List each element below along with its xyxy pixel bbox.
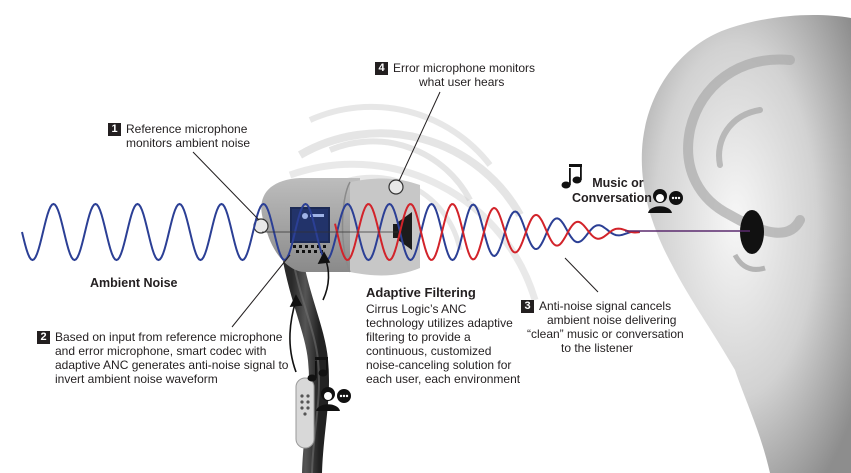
callout-number: 2 [37, 331, 50, 344]
error-microphone [388, 179, 404, 195]
speaking-person-icon [316, 387, 351, 411]
callout-text: Anti-noise signal cancels [539, 299, 672, 313]
callout-number: 3 [521, 300, 534, 313]
anti-noise-wave [334, 203, 640, 261]
callout-text: and error microphone, smart codec with [55, 344, 267, 358]
leader-lines [192, 91, 599, 328]
music-label-line: Conversation [572, 191, 652, 205]
ambient-noise-wave [21, 202, 641, 262]
callout-text: what user hears [419, 75, 505, 89]
callout-text: “clean” music or conversation [527, 327, 684, 341]
callout-text: Reference microphone [126, 122, 248, 136]
speaking-person-icon [648, 189, 683, 213]
music-note-icon [307, 357, 328, 382]
callout-number: 4 [375, 62, 388, 75]
callout-text: adaptive ANC generates anti-noise signal… [55, 358, 289, 372]
ambient-noise-label: Ambient Noise [90, 276, 178, 290]
callout-number: 1 [108, 123, 121, 136]
callout-reference-microphone: 1 Reference microphone monitors ambient n… [108, 122, 250, 150]
adaptive-filtering-text: Cirrus Logic’s ANC [366, 302, 467, 316]
microphone-icon [300, 394, 310, 416]
adaptive-filtering-text: filtering to provide a [366, 330, 471, 344]
adaptive-filtering-text: continuous, customized [366, 344, 492, 358]
adaptive-filtering-block: Adaptive Filtering Cirrus Logic’s ANC te… [366, 285, 521, 387]
music-conversation-label: Music or Conversation [572, 176, 652, 206]
flow-arrows [289, 251, 331, 373]
adaptive-filtering-text: each user, each environment [366, 372, 521, 386]
adaptive-filtering-text: technology utilizes adaptive [366, 316, 513, 330]
adaptive-filtering-text: noise-canceling solution for [366, 358, 512, 372]
callout-text: Based on input from reference microphone [55, 330, 283, 344]
callout-text: to the listener [561, 341, 634, 355]
callout-text: Error microphone monitors [393, 61, 536, 75]
music-note-icon [561, 164, 582, 189]
adaptive-filtering-title: Adaptive Filtering [366, 285, 476, 300]
callout-anti-noise: 3 Anti-noise signal cancels ambient noise… [521, 299, 684, 355]
ear-illustration [641, 15, 851, 473]
callout-text: ambient noise delivering [547, 313, 677, 327]
callout-error-microphone: 4 Error microphone monitors what user hea… [375, 61, 535, 89]
callout-smart-codec: 2 Based on input from reference microphon… [37, 330, 288, 386]
earbud [253, 178, 420, 276]
callout-text: invert ambient noise waveform [55, 372, 218, 386]
earbud-cable [282, 245, 330, 473]
music-label-line: Music or [592, 176, 644, 190]
callout-text: monitors ambient noise [126, 136, 251, 150]
